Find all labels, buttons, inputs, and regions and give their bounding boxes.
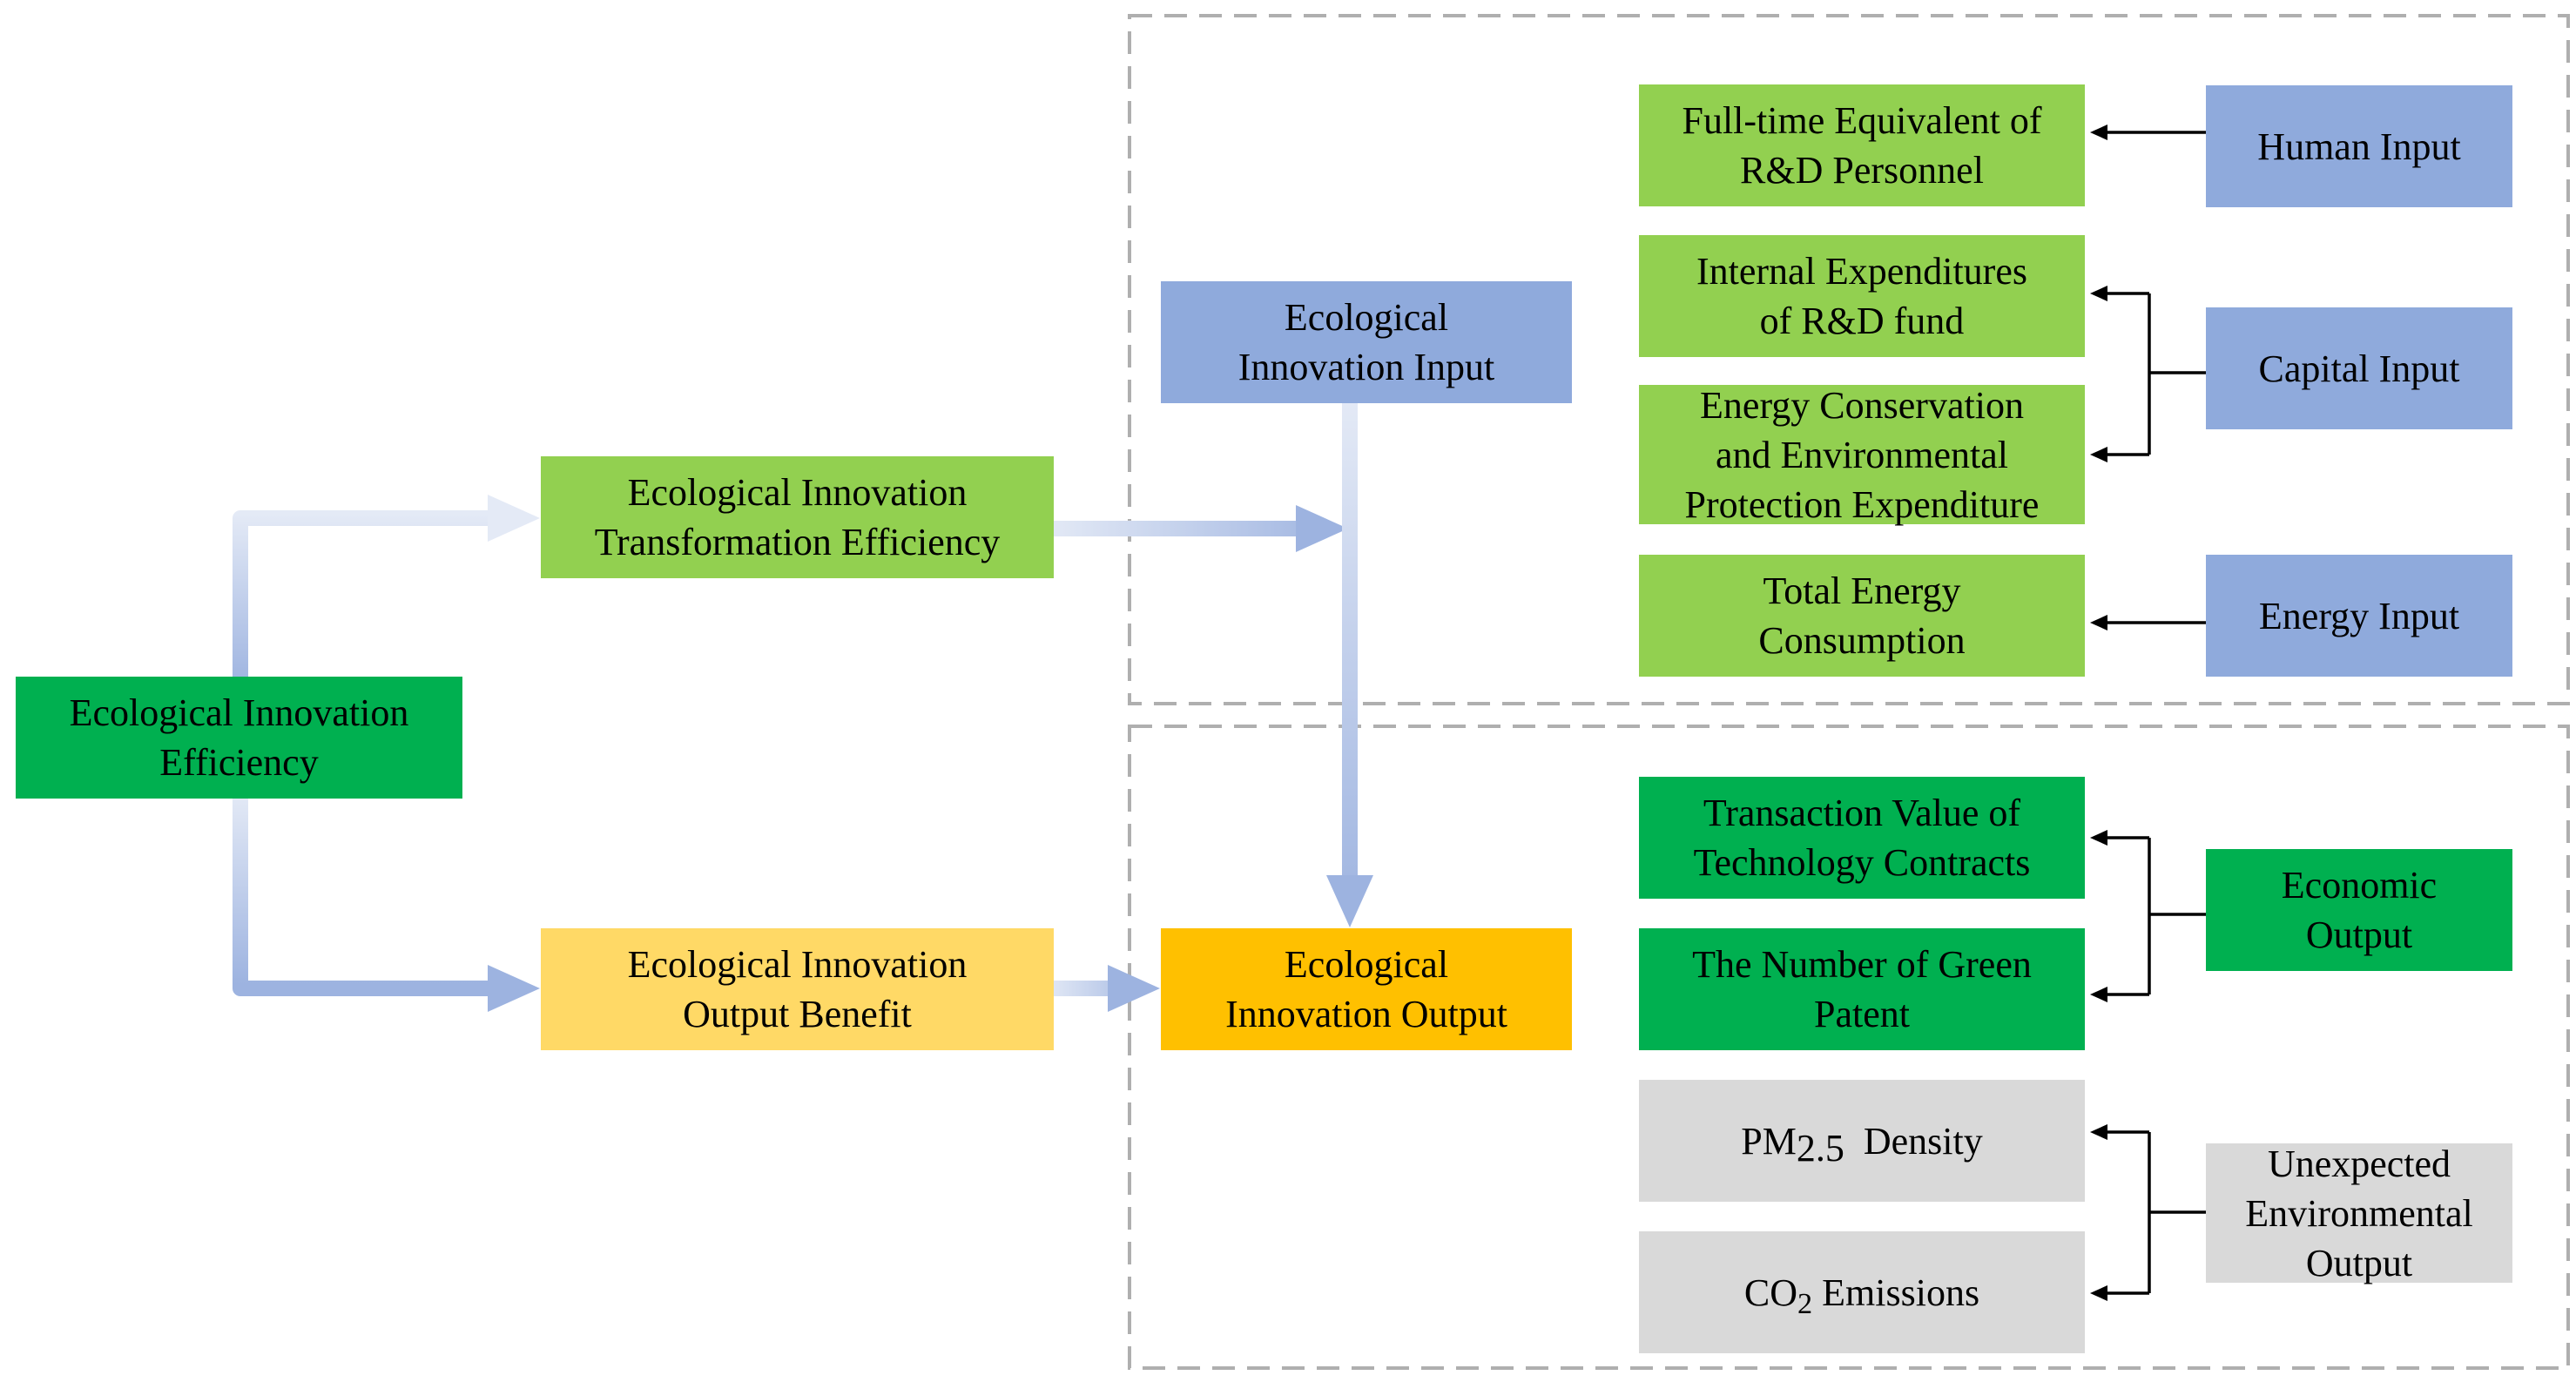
- connector-unexpected-bracket: [2090, 1124, 2206, 1301]
- arrow-efficiency-to-transformation: [233, 510, 492, 678]
- arrowhead-transformation: [488, 495, 540, 542]
- arrowhead-output-benefit: [488, 965, 540, 1012]
- node-capital-input: Capital Input: [2206, 307, 2512, 429]
- arrowhead-innovation-output-top: [1326, 875, 1373, 927]
- input-group-border: [1128, 14, 2570, 705]
- arrowhead-innovation-output-left: [1108, 965, 1160, 1012]
- arrow-efficiency-to-output-benefit: [233, 794, 492, 996]
- arrowhead-transformation-line: [1296, 505, 1348, 552]
- connector-economic-bracket: [2090, 830, 2206, 1002]
- connector-capital-bracket: [2090, 286, 2206, 462]
- output-group-border: [1128, 725, 2570, 1370]
- connector-human-to-personnel: [2090, 125, 2206, 140]
- node-human-input: Human Input: [2206, 85, 2512, 207]
- node-energy-input: Energy Input: [2206, 555, 2512, 677]
- node-pm25-density: PM2.5 Density: [1639, 1080, 2085, 1202]
- node-co2-emissions: CO2 Emissions: [1639, 1231, 2085, 1353]
- connector-energy-to-consumption: [2090, 615, 2206, 630]
